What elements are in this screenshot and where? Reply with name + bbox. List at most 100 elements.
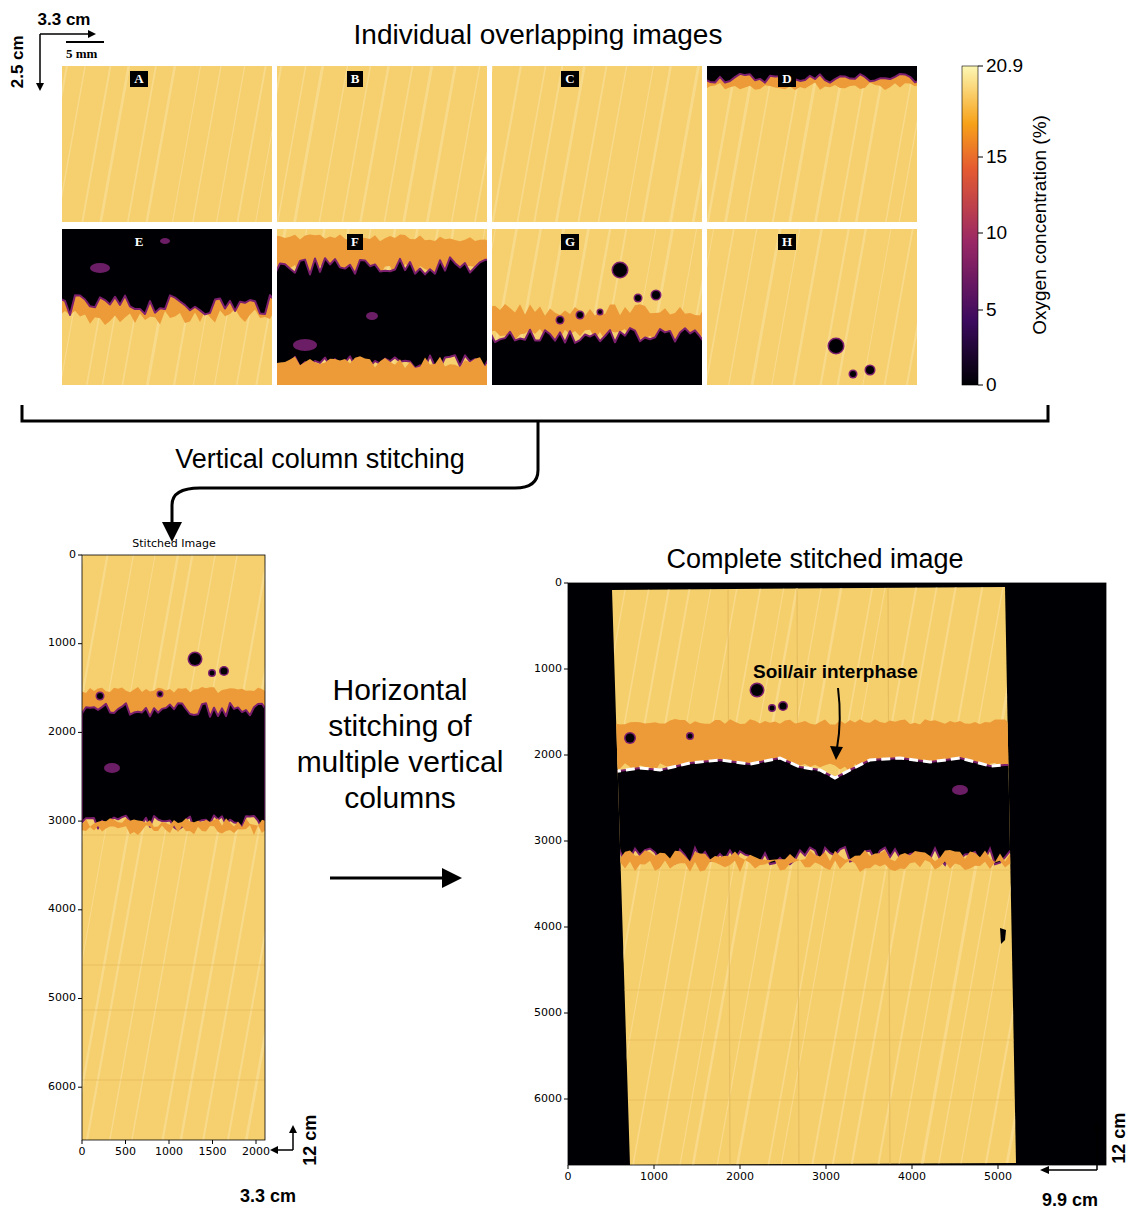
panel-letter: C	[561, 71, 578, 88]
anoxic-zone	[82, 703, 265, 830]
anoxic-spot	[598, 310, 602, 314]
axis-tick	[82, 1140, 83, 1144]
axis-tick	[212, 1140, 213, 1144]
hypoxic-fringe	[82, 818, 265, 835]
axis-tick-label: 2000	[242, 1146, 270, 1159]
streak	[707, 229, 734, 385]
axis-tick	[78, 643, 82, 644]
streak	[625, 66, 653, 222]
dimension-label: 3.3 cm	[240, 1186, 296, 1207]
plot-title: Stitched Image	[132, 538, 215, 551]
anoxic-spot-rim	[768, 704, 776, 712]
streak	[62, 66, 67, 222]
streak	[885, 229, 913, 385]
dimension-label: 12 cm	[301, 1114, 322, 1165]
axis-tick	[78, 732, 82, 733]
colorbar-tick	[978, 233, 983, 234]
axis-tick	[564, 1099, 568, 1100]
axis-tick-label: 5000	[984, 1171, 1012, 1184]
streak	[132, 555, 237, 1140]
image-tile	[62, 66, 272, 222]
streak	[821, 229, 849, 385]
dimension-arrow	[276, 1132, 293, 1150]
callout-arrow	[837, 688, 840, 748]
axis-tick	[169, 1140, 170, 1144]
streak	[82, 555, 178, 1140]
axis-tick	[998, 1165, 999, 1169]
streak	[907, 229, 917, 385]
panel-letter: D	[778, 71, 795, 88]
anoxic-spot-rim	[750, 683, 765, 698]
anoxic-spot	[158, 692, 162, 696]
image-tile	[492, 229, 702, 385]
axis-tick	[564, 1013, 568, 1014]
streak	[708, 66, 736, 222]
anoxic-spot-rim	[597, 309, 604, 316]
anoxic-spot-rim	[188, 652, 203, 667]
axis-tick-label: 5000	[48, 992, 76, 1005]
axis-tick	[256, 1140, 257, 1144]
anoxic-spot-rim	[157, 691, 164, 698]
oxygen-map-background	[492, 66, 702, 222]
dimension-label: 3.3 cm	[38, 10, 91, 30]
anoxic-spot	[626, 734, 635, 743]
colorbar-tick-label: 10	[986, 222, 1007, 244]
anoxic-spot	[557, 317, 563, 323]
stitch-seam	[82, 965, 265, 966]
oxygen-map-background	[600, 580, 1030, 1170]
axis-tick	[912, 1165, 913, 1169]
colorbar-tick	[978, 66, 983, 67]
panel-letter: H	[778, 234, 796, 251]
axis-tick-label: 1000	[640, 1171, 668, 1184]
streak	[534, 66, 562, 222]
colorbar-tick-label: 15	[986, 146, 1007, 168]
image-tile	[277, 66, 487, 222]
scale-label: 5 mm	[66, 47, 97, 62]
streak	[277, 66, 281, 222]
anoxic-spot-rim	[634, 294, 643, 303]
streak	[495, 580, 601, 1170]
streak	[938, 580, 1044, 1170]
anoxic-spot-rim	[651, 290, 662, 301]
streak	[815, 66, 843, 222]
streak	[643, 66, 671, 222]
anoxic-spot-rim	[576, 311, 585, 320]
streak	[632, 580, 738, 1170]
streak	[278, 66, 306, 222]
image-tile	[62, 229, 272, 385]
anoxic-spot	[97, 693, 103, 699]
hypoxic-fringe	[277, 356, 487, 385]
axis-tick-label: 1000	[48, 637, 76, 650]
panel-letter: F	[347, 234, 363, 251]
oxygen-map-background	[707, 229, 917, 385]
streak	[203, 555, 265, 1140]
streak	[110, 555, 215, 1140]
arrowhead	[1040, 1166, 1049, 1174]
stitch-seam	[600, 990, 1020, 991]
anoxic-spot-rim	[219, 666, 229, 676]
axis-tick-label: 0	[565, 1171, 572, 1184]
axis-tick-label: 3000	[812, 1171, 840, 1184]
streak	[452, 66, 480, 222]
image-tile	[82, 555, 265, 1140]
streak	[217, 66, 245, 222]
streak	[606, 580, 712, 1170]
arrowhead	[36, 83, 44, 91]
panel-letter: E	[131, 234, 148, 251]
low-oxygen-patch	[366, 312, 378, 320]
axis-tick-label: 500	[115, 1146, 136, 1159]
streak	[1006, 580, 1112, 1170]
streak	[163, 555, 265, 1140]
streak	[856, 66, 884, 222]
streak	[671, 66, 699, 222]
streak	[773, 66, 801, 222]
scale-bar	[66, 41, 104, 43]
axis-tick-label: 0	[555, 577, 562, 590]
stitch-seam	[728, 585, 730, 1165]
axis-tick-label: 2000	[534, 749, 562, 762]
hypoxic-fringe	[600, 850, 1020, 872]
arrowhead	[1093, 1122, 1101, 1131]
low-oxygen-patch	[160, 238, 170, 244]
streak	[790, 66, 818, 222]
axis-tick-label: 1500	[199, 1146, 227, 1159]
